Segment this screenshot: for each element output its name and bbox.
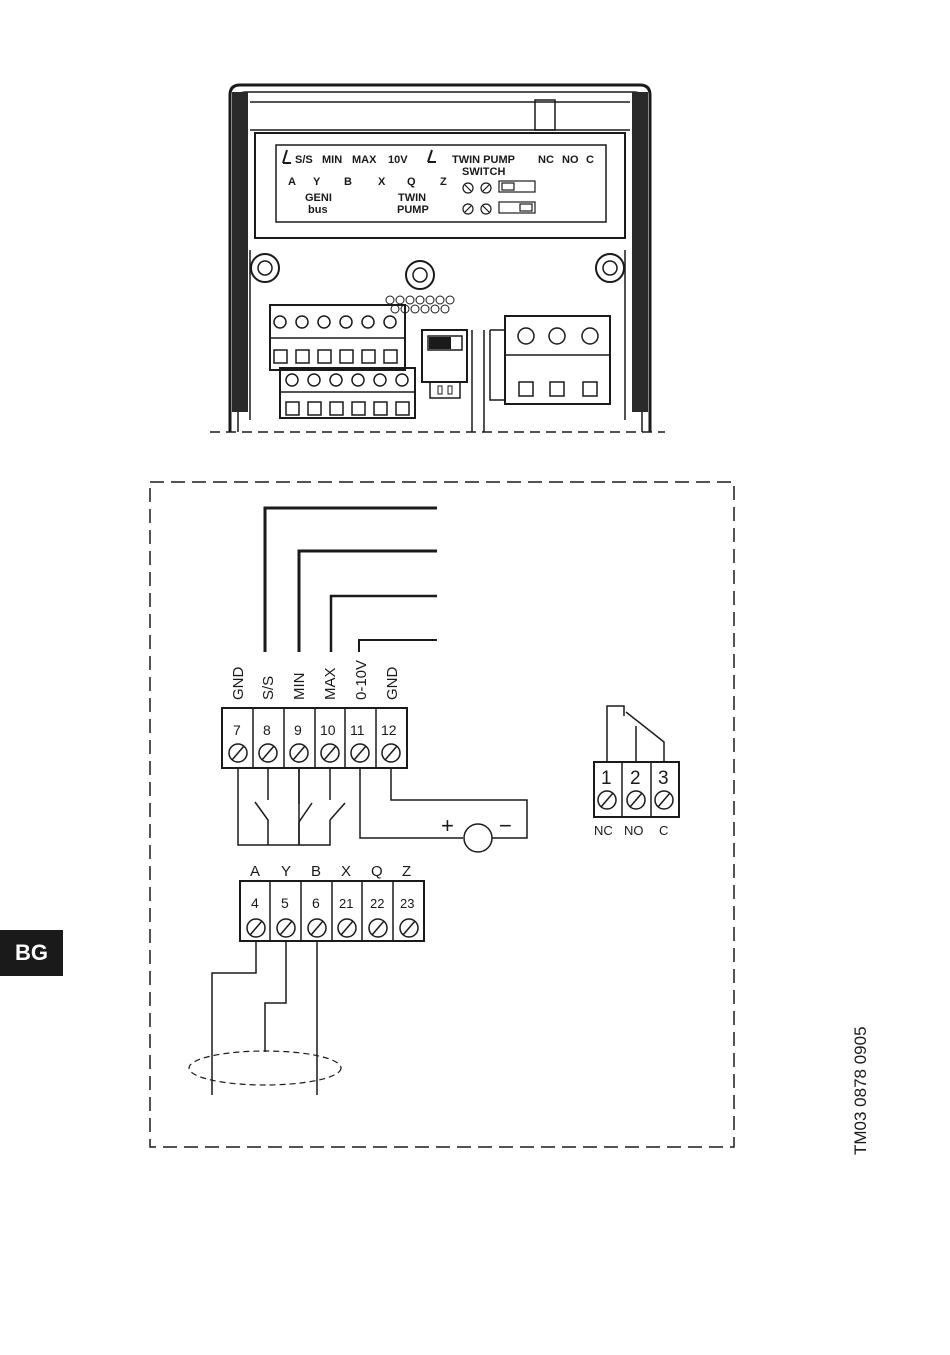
bus-letter-x: X [341, 863, 351, 880]
panel-label-y: Y [313, 176, 321, 188]
relay-number-2: 2 [630, 768, 641, 789]
drawing-code: TM03 0878 0905 [851, 1026, 870, 1155]
bus-letter-a: A [250, 863, 260, 880]
panel-label-x: X [378, 176, 386, 188]
terminal-number-6: 6 [312, 895, 320, 911]
bus-letter-z: Z [402, 863, 411, 880]
panel-label-c: C [586, 154, 594, 166]
terminal-number-9: 9 [294, 722, 302, 738]
panel-label-nc: NC [538, 154, 554, 166]
terminal-number-23: 23 [400, 896, 414, 911]
module-illustration [210, 85, 665, 432]
ground-symbol-icon [283, 150, 291, 163]
panel-label-ss: S/S [295, 154, 313, 166]
language-tab: BG [0, 930, 63, 976]
terminal-number-10: 10 [320, 722, 336, 738]
terminal-number-22: 22 [370, 896, 384, 911]
dip-switch-icon [463, 181, 535, 214]
bus-letter-b: B [311, 863, 321, 880]
signal-label-gnd: GND [230, 667, 247, 701]
relay-label-c: C [659, 823, 668, 838]
panel-label-max: MAX [352, 154, 377, 166]
signal-label-max: MAX [322, 667, 339, 700]
bus-letter-y: Y [281, 863, 291, 880]
signal-label-min: MIN [291, 673, 308, 701]
terminal-number-21: 21 [339, 896, 353, 911]
relay-label-no: NO [624, 823, 644, 838]
source-plus: + [441, 813, 454, 838]
relay-number-1: 1 [601, 768, 612, 789]
panel-label-z: Z [440, 176, 447, 188]
source-minus: − [499, 813, 512, 838]
panel-label-min: MIN [322, 154, 342, 166]
panel-label-10v: 10V [388, 154, 408, 166]
relay-number-3: 3 [658, 768, 669, 789]
signal-label-gnd-2: GND [384, 667, 401, 701]
panel-label-no: NO [562, 154, 579, 166]
panel-label-b: B [344, 176, 352, 188]
terminal-number-7: 7 [233, 722, 241, 738]
panel-label-q: Q [407, 176, 416, 188]
relay-label-nc: NC [594, 823, 613, 838]
ground-symbol-icon [428, 150, 436, 162]
panel-label-a: A [288, 176, 296, 188]
terminal-number-4: 4 [251, 895, 259, 911]
signal-label-0-10v: 0-10V [353, 660, 370, 700]
terminal-screw-icon [598, 791, 673, 809]
terminal-number-12: 12 [381, 722, 397, 738]
analog-source-icon [464, 824, 492, 852]
terminal-number-5: 5 [281, 895, 289, 911]
relay-contact-icon [626, 712, 664, 762]
terminal-number-8: 8 [263, 722, 271, 738]
terminal-number-11: 11 [350, 722, 365, 738]
bus-letter-q: Q [371, 863, 383, 880]
signal-label-ss: S/S [260, 676, 277, 700]
